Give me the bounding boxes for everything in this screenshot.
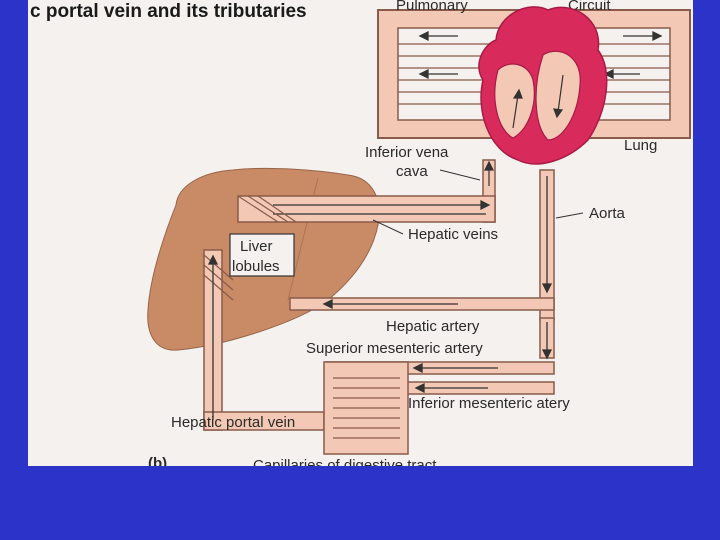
hepatic-vein-arrows — [273, 160, 494, 215]
digestive-capillary-lines — [333, 377, 400, 439]
lung-label: Lung — [624, 137, 657, 154]
liver-label: Liver — [240, 238, 273, 255]
liver-lobules-box — [229, 233, 295, 277]
cava-leader — [439, 169, 481, 181]
panel-label: (b) — [148, 455, 167, 466]
pulmonary-label: Pulmonary — [396, 0, 468, 14]
cava-label: cava — [396, 163, 428, 180]
hepatic-veins-leader — [372, 219, 404, 235]
flow-arrows — [207, 176, 553, 420]
hepatic-portal-vein-label: Hepatic portal vein — [171, 414, 295, 431]
aorta-leader — [555, 212, 584, 219]
pulmonary-arrows — [418, 30, 663, 80]
hepatic-artery-label: Hepatic artery — [386, 318, 480, 335]
inferior-vena-label: Inferior vena — [365, 144, 449, 161]
aorta-label: Aorta — [589, 205, 626, 222]
diagram-panel: c portal vein and its tributaries Pulmon… — [28, 0, 693, 466]
superior-mesenteric-label: Superior mesenteric artery — [306, 340, 483, 357]
heart — [478, 6, 608, 165]
lobules-label: lobules — [232, 258, 280, 275]
portal-circulation-diagram: c portal vein and its tributaries Pulmon… — [30, 0, 691, 466]
liver-lobules-lines — [203, 195, 297, 301]
inferior-mesenteric-label: Inferior mesenteric atery — [408, 395, 570, 412]
circuit-label: Circuit — [568, 0, 611, 14]
capillaries-label: Capillaries of digestive tract — [253, 457, 437, 466]
hepatic-veins-label: Hepatic veins — [408, 226, 498, 243]
diagram-title: c portal vein and its tributaries — [30, 1, 307, 22]
